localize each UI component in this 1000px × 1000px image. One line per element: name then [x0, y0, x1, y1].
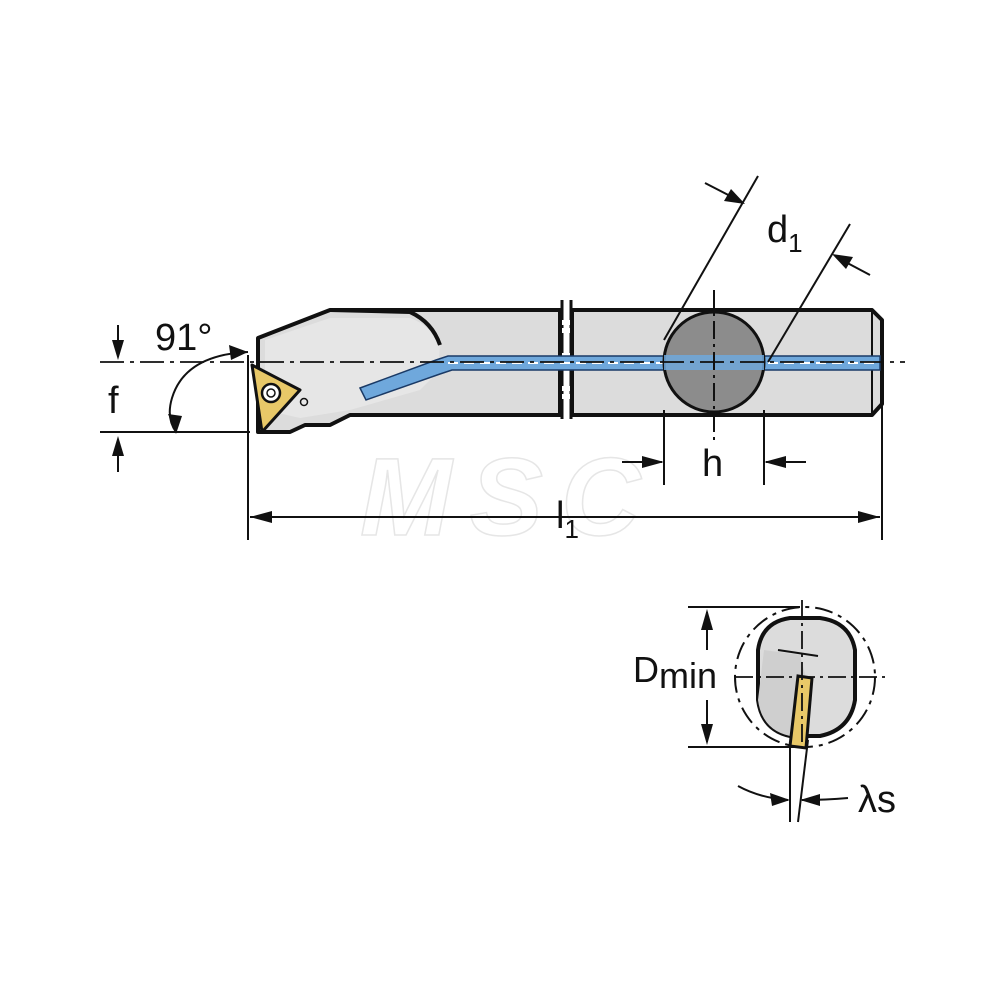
d1-arrow-bottom [832, 254, 853, 269]
dmin-arrow-bottom [701, 724, 713, 745]
h-arrow-right [764, 456, 786, 468]
angle-arc [168, 351, 249, 433]
boring-bar-side-view [100, 290, 905, 440]
f-label: f [108, 380, 119, 422]
h-label: h [702, 443, 723, 485]
h-arrow-left [642, 456, 664, 468]
watermark-text: MSC [360, 436, 658, 559]
chip-pocket [265, 318, 440, 418]
clamp-pin [299, 397, 309, 407]
angle-arrow-top [229, 345, 248, 360]
pocket-edge [329, 308, 442, 346]
d1-ext-right [767, 223, 851, 363]
d1-arrow-top [724, 189, 745, 204]
dmin-arrow-top [701, 609, 713, 630]
f-arrow-top [112, 340, 124, 360]
f-arrow-bottom [112, 436, 124, 456]
d1-label: d1 [767, 209, 803, 258]
boring-bar-end-view [734, 600, 890, 823]
end-view-edge [777, 649, 819, 657]
dimensions-end [688, 606, 849, 806]
angle-arrow-bottom [168, 414, 182, 434]
l1-arrow-left [250, 511, 272, 523]
lambda-arrow-right [800, 794, 820, 806]
lambda-arrow-left [770, 793, 790, 806]
l1-arrow-right [858, 511, 880, 523]
dimensions-side [100, 175, 883, 540]
lambda-s-label: λs [858, 779, 896, 821]
insert-screw-center [266, 388, 276, 398]
insert-screw-icon [260, 382, 282, 404]
angle-label: 91° [155, 317, 212, 359]
dmin-label: Dmin [633, 649, 717, 696]
l1-label: l1 [556, 495, 579, 544]
lambda-ref-line-tilt [797, 739, 809, 823]
